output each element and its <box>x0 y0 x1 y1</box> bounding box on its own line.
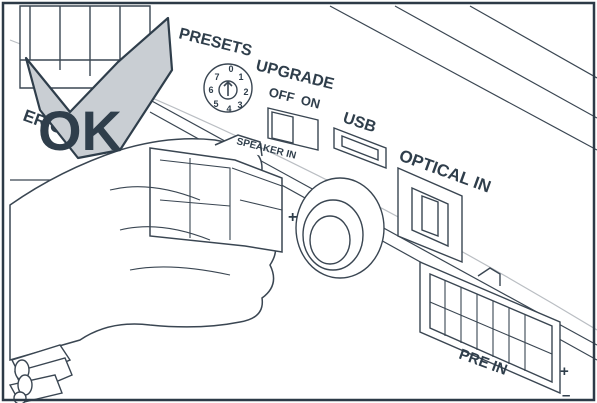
speaker-plus-sign: + <box>288 209 297 226</box>
upgrade-switch <box>267 107 319 151</box>
presets-label: PRESETS <box>177 25 254 60</box>
dial-digit-0: 0 <box>228 64 233 74</box>
dial-digit-6: 6 <box>208 85 213 95</box>
dial-digit-2: 2 <box>243 87 248 97</box>
round-terminal <box>295 177 385 279</box>
dial-digit-3: 3 <box>237 100 242 110</box>
on-label: ON <box>299 92 322 111</box>
ok-badge: OK <box>24 16 174 162</box>
check-icon <box>24 16 174 160</box>
pre-in-connector <box>419 260 561 395</box>
pre-in-plus-sign: + <box>560 363 569 380</box>
optical-port <box>397 166 463 264</box>
dial-digit-4: 4 <box>226 104 231 114</box>
hand-with-plug <box>9 134 283 361</box>
off-label: OFF <box>267 84 296 105</box>
dial-digit-7: 7 <box>214 72 219 82</box>
dial-digit-5: 5 <box>213 99 218 109</box>
pre-in-minus-sign: – <box>562 387 570 403</box>
upgrade-label: UPGRADE <box>254 57 336 93</box>
cable-bundle <box>8 344 73 403</box>
usb-port <box>333 126 387 170</box>
ok-text: OK <box>38 99 122 162</box>
presets-dial: 0 1 2 3 4 5 6 7 <box>203 63 253 114</box>
dial-digit-1: 1 <box>238 72 243 82</box>
dial-arrow-icon <box>223 80 233 96</box>
